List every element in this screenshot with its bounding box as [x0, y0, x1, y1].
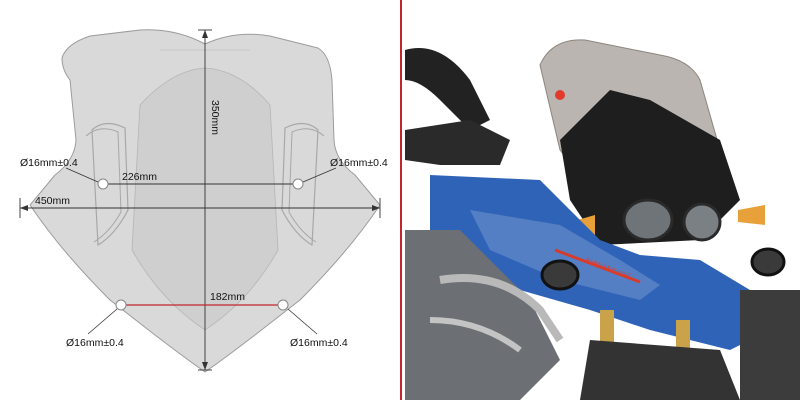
height-dimension-line	[198, 29, 212, 371]
upper-left-hole	[97, 178, 109, 190]
width-label: 450mm	[35, 195, 70, 207]
upper-right-hole	[292, 178, 304, 190]
lower-right-hole	[277, 299, 289, 311]
left-vent-contour	[91, 122, 129, 247]
width-dimension-line	[19, 198, 381, 218]
aux-light-left	[540, 259, 580, 291]
motorcycle-photo: BMW Motorrad	[403, 0, 800, 400]
lower-right-hole-label: Ø16mm±0.4	[290, 337, 348, 349]
headlight-left	[622, 198, 674, 242]
windscreen-diagram: 350mm 450mm 226mm 182mm Ø16mm	[19, 29, 388, 373]
lower-left-hole	[115, 299, 127, 311]
left-vent-contour-2	[85, 128, 122, 243]
right-vent-contour-2	[288, 128, 325, 243]
aux-light-right	[750, 247, 786, 277]
height-label: 350mm	[209, 100, 221, 135]
headlight-right	[682, 202, 722, 242]
upper-spacing-label: 226mm	[122, 171, 157, 183]
engine-block	[405, 230, 560, 400]
hand-guard	[405, 120, 510, 165]
upper-left-hole-label: Ø16mm±0.4	[20, 157, 78, 169]
lower-left-hole-label: Ø16mm±0.4	[66, 337, 124, 349]
blue-fairing	[430, 175, 770, 350]
handlebar	[405, 48, 490, 130]
right-vent-contour	[281, 122, 319, 247]
lower-spacing-label: 182mm	[210, 291, 245, 303]
upper-right-hole-label: Ø16mm±0.4	[330, 157, 388, 169]
